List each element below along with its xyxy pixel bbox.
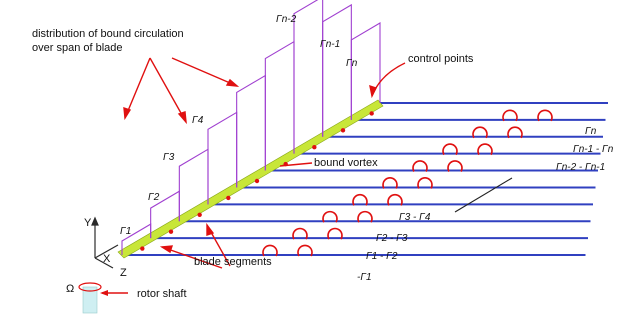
vortex-swirl-1-1 bbox=[262, 244, 278, 257]
vortex-swirl-8-2 bbox=[507, 126, 523, 139]
vortex-swirl-9-1 bbox=[502, 109, 518, 122]
bar-label-n-2: Γn-2 bbox=[276, 14, 297, 25]
circulation-leaders bbox=[123, 57, 240, 125]
circulation-distribution bbox=[121, 0, 381, 255]
blade bbox=[117, 99, 384, 259]
circulation-bar-7 bbox=[293, 0, 324, 154]
bound-vortex-label: bound vortex bbox=[314, 157, 378, 169]
vortex-swirl-6-2 bbox=[447, 160, 463, 172]
control-point-5 bbox=[254, 178, 260, 184]
bar-label-4: Γ4 bbox=[192, 115, 204, 126]
control-point-7 bbox=[312, 145, 317, 150]
vortex-swirl-5-2 bbox=[417, 177, 433, 189]
rotor-shaft-label: rotor shaft bbox=[137, 288, 187, 300]
vortex-swirl-5-1 bbox=[382, 177, 398, 189]
control-point-2 bbox=[168, 229, 174, 234]
vortex-swirl-2-2 bbox=[327, 227, 343, 240]
bar-label-2: Γ2 bbox=[148, 192, 160, 203]
vortex-swirl-7-2 bbox=[477, 143, 493, 156]
circulation-bar-9 bbox=[350, 22, 381, 120]
trail-label-n-2: Γn-2 - Γn-1 bbox=[556, 162, 605, 173]
trail-label-n-1: Γn-1 - Γn bbox=[573, 144, 614, 155]
bar-label-1: Γ1 bbox=[120, 226, 131, 237]
control-point-3 bbox=[197, 212, 202, 217]
omega-label: Ω bbox=[66, 283, 74, 295]
coordinate-axes bbox=[91, 216, 119, 269]
trail-label-3: Γ3 - Γ4 bbox=[399, 212, 431, 223]
vortex-swirl-8-1 bbox=[472, 126, 488, 139]
control-point-1 bbox=[140, 246, 145, 251]
control-points-leaders bbox=[369, 62, 406, 99]
annotation-line bbox=[454, 177, 513, 213]
vortex-swirl-2-1 bbox=[292, 227, 308, 240]
trail-label-n: Γn bbox=[585, 126, 597, 137]
axis-y-label: Y bbox=[84, 217, 92, 229]
vortex-swirl-3-1 bbox=[322, 210, 338, 223]
blade-segments-label: blade segments bbox=[194, 256, 272, 268]
trailing-vortex-swirls bbox=[262, 109, 553, 257]
bar-label-n: Γn bbox=[346, 58, 358, 69]
trail-label-2: Γ2 - Γ3 bbox=[376, 233, 408, 244]
control-points-label: control points bbox=[408, 53, 474, 65]
bar-label-3: Γ3 bbox=[163, 152, 175, 163]
vortex-swirl-7-1 bbox=[442, 143, 458, 156]
control-point-4 bbox=[226, 195, 231, 201]
circulation-label-line1: distribution of bound circulation bbox=[32, 28, 184, 40]
vortex-swirl-4-2 bbox=[387, 193, 403, 206]
blade-segments-leaders bbox=[159, 222, 231, 269]
rotor-shaft bbox=[78, 282, 128, 314]
trail-label-neg1: -Γ1 bbox=[357, 272, 372, 283]
circulation-bar-8 bbox=[322, 3, 352, 137]
vortex-swirl-3-2 bbox=[357, 210, 373, 223]
control-point-9 bbox=[369, 111, 374, 116]
vortex-swirl-4-1 bbox=[352, 193, 368, 206]
circulation-bar-6 bbox=[264, 40, 295, 171]
vortex-swirl-1-2 bbox=[297, 244, 313, 257]
vortex-swirl-9-2 bbox=[537, 109, 553, 122]
axis-x-label: X bbox=[103, 253, 111, 265]
circulation-label-line2: over span of blade bbox=[32, 42, 123, 54]
trailing-wake-lines bbox=[122, 102, 608, 256]
bar-label-n-1: Γn-1 bbox=[320, 39, 340, 50]
bound-vortex-leader bbox=[279, 162, 313, 167]
trail-label-1: Γ1 - Γ2 bbox=[366, 251, 398, 262]
vortex-swirl-6-1 bbox=[412, 160, 428, 172]
control-point-8 bbox=[340, 128, 346, 133]
axis-z-label: Z bbox=[120, 267, 127, 279]
